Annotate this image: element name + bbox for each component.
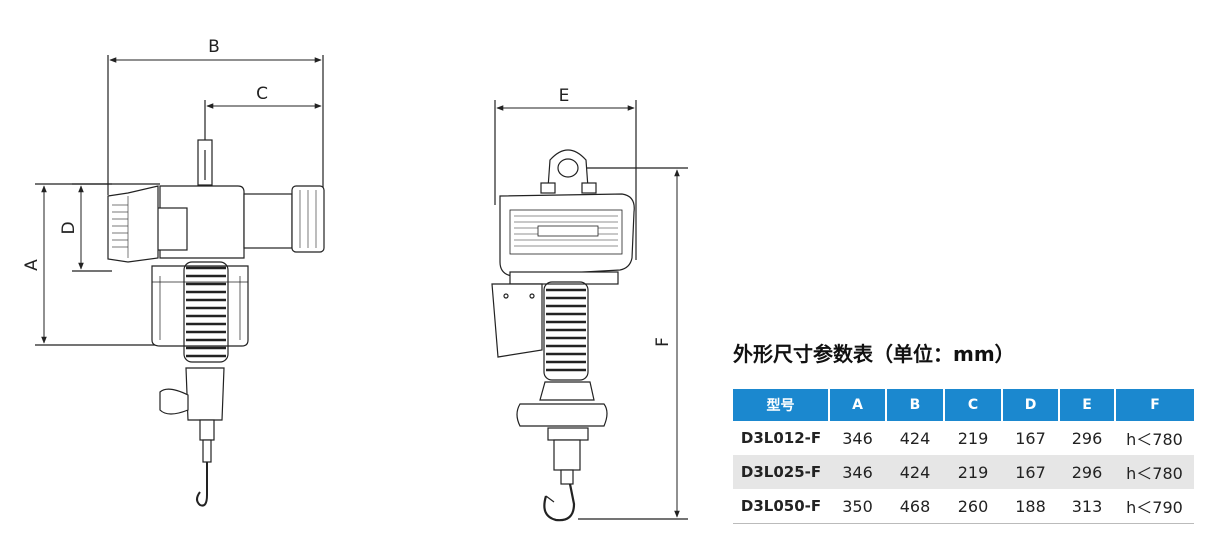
cell-c: 219	[944, 455, 1002, 489]
table-row: D3L050-F 350 468 260 188 313 h＜790	[733, 489, 1194, 524]
header-a: A	[829, 389, 887, 421]
cell-f: h＜780	[1115, 455, 1194, 489]
side-view-dimensions	[41, 57, 322, 344]
cell-c: 260	[944, 489, 1002, 524]
dim-label-e: E	[559, 86, 570, 106]
header-b: B	[886, 389, 945, 421]
cell-a: 346	[842, 428, 873, 448]
cell-f: h＜780	[1126, 430, 1183, 449]
front-view-dimensions	[496, 105, 680, 518]
cell-d: 167	[1002, 455, 1059, 489]
header-d: D	[1002, 389, 1060, 421]
table-title: 外形尺寸参数表（单位：mm）	[733, 342, 1015, 366]
table-header-row: 型号 A B C D E F	[733, 389, 1194, 421]
cell-a: 346	[829, 455, 886, 489]
cell-d: 167	[1015, 428, 1046, 448]
cell-model: D3L012-F	[740, 429, 822, 447]
table-row: D3L012-F 346 424 219 167 296 h＜780	[733, 421, 1194, 455]
dimension-spec-table: 型号 A B C D E F D3L012-F 346 424 219 167 …	[733, 389, 1194, 524]
header-e: E	[1059, 389, 1116, 421]
table-row: D3L025-F 346 424 219 167 296 h＜780	[733, 455, 1194, 489]
hoist-side-view	[35, 55, 325, 507]
cell-model: D3L050-F	[733, 489, 829, 524]
cell-e: 296	[1059, 455, 1115, 489]
cell-model: D3L025-F	[733, 455, 829, 489]
header-c: C	[944, 389, 1003, 421]
cell-a: 350	[829, 489, 886, 524]
cell-f: h＜790	[1115, 489, 1194, 524]
cell-d: 188	[1002, 489, 1059, 524]
dim-label-a: A	[22, 259, 42, 271]
cell-b: 468	[886, 489, 944, 524]
hoist-front-view	[491, 100, 688, 522]
cell-b: 424	[899, 428, 931, 448]
dim-label-d: D	[59, 221, 79, 234]
dim-label-f: F	[653, 337, 673, 347]
dim-label-c: C	[256, 84, 268, 104]
cell-c: 219	[957, 428, 989, 448]
header-f: F	[1115, 389, 1194, 421]
cell-b: 424	[886, 455, 944, 489]
cell-e: 296	[1071, 428, 1103, 448]
cell-e: 313	[1059, 489, 1115, 524]
dim-label-b: B	[208, 37, 220, 57]
header-model: 型号	[733, 389, 830, 421]
